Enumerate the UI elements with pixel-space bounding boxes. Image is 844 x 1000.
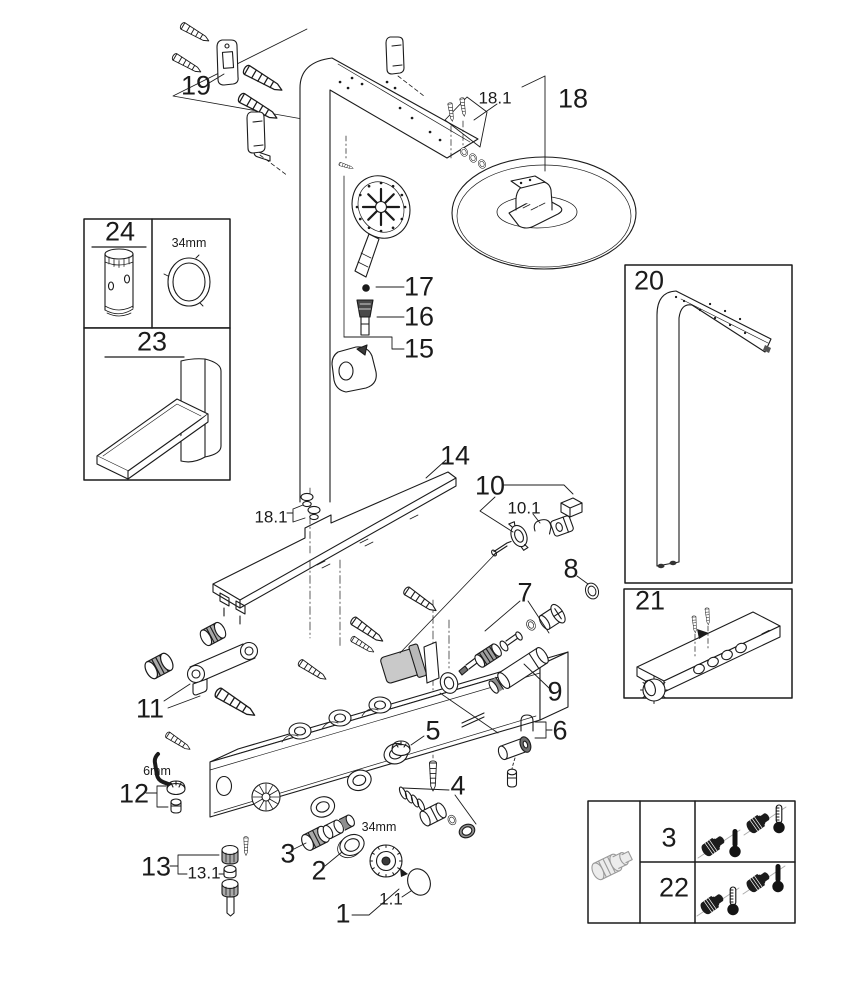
- part-label-19: 19: [180, 70, 212, 101]
- inlet-links: [144, 621, 259, 696]
- part-label-3: 3: [280, 838, 296, 869]
- construction-lines: [309, 559, 450, 759]
- box24-sleeve: [104, 248, 134, 317]
- part-label-5: 5: [425, 715, 441, 746]
- knob-cap: [407, 868, 431, 896]
- part-label-11: 11: [135, 693, 165, 724]
- part-label-18: 18: [557, 83, 589, 114]
- part-label-1: 1: [335, 898, 351, 929]
- table-row-label-3: 3: [661, 822, 677, 853]
- part-label-2: 2: [311, 855, 327, 886]
- hose-nut: [356, 299, 374, 318]
- shower-holder: [331, 346, 377, 393]
- box24-ring: [163, 254, 211, 307]
- part-label-14: 14: [439, 440, 471, 471]
- connection-tube: [488, 647, 549, 694]
- table-row-label-22: 22: [658, 872, 690, 903]
- part-label-18-1-top: 18.1: [478, 88, 512, 108]
- part-label-13-1: 13.1: [187, 863, 221, 883]
- part-label-9: 9: [547, 676, 563, 707]
- inset-label-23: 23: [136, 326, 168, 357]
- part-label-8: 8: [563, 553, 579, 584]
- o-ring-8: [582, 580, 602, 602]
- service-set: [152, 752, 186, 814]
- plug-cap: [391, 740, 411, 757]
- control-knob: [369, 844, 431, 896]
- glass-shelf: [212, 471, 457, 625]
- part-label-10: 10: [474, 470, 506, 501]
- part-label-17: 17: [403, 271, 435, 302]
- inset-label-24: 24: [104, 216, 136, 247]
- part-label-4: 4: [450, 770, 466, 801]
- hand-shower: [331, 175, 411, 393]
- thermo-cartridge: [301, 814, 355, 851]
- head-shower: [451, 156, 637, 270]
- variant-table-art: [591, 804, 787, 917]
- box21-thermostat-bar: [636, 607, 781, 704]
- diverter-housing: [380, 643, 427, 684]
- column-connectors: [300, 487, 321, 557]
- shower-column: [246, 36, 508, 503]
- part-label-10-1: 10.1: [507, 498, 541, 518]
- size-label-6mm: 6mm: [143, 763, 171, 778]
- part-label-1-1: 1.1: [379, 889, 403, 909]
- part-label-6: 6: [552, 715, 568, 746]
- stop-ring: [337, 833, 365, 859]
- hose-washer: [362, 284, 370, 292]
- part-label-16: 16: [403, 301, 435, 332]
- box20-column: [656, 290, 772, 569]
- spindle-assembly: [458, 603, 566, 676]
- part-label-13: 13: [140, 851, 172, 882]
- part-label-15: 15: [403, 333, 435, 364]
- size-label-34mm-box24: 34mm: [171, 235, 207, 250]
- size-label-34mm-part2: 34mm: [361, 819, 397, 834]
- inset-label-21: 21: [634, 585, 666, 616]
- part-label-18-1-mid: 18.1: [254, 507, 288, 527]
- flow-control-parts: [398, 786, 476, 839]
- cartridge-small-parts: [221, 844, 239, 917]
- box23-shelf-on-pole: [96, 358, 222, 480]
- check-valve: [497, 714, 534, 788]
- part-label-12: 12: [118, 778, 150, 809]
- diverter-parts: [491, 497, 583, 557]
- label-leader-lines: [145, 73, 589, 916]
- part-label-7: 7: [517, 577, 533, 608]
- grayed-cartridge: [591, 850, 633, 881]
- inset-label-20: 20: [633, 265, 665, 296]
